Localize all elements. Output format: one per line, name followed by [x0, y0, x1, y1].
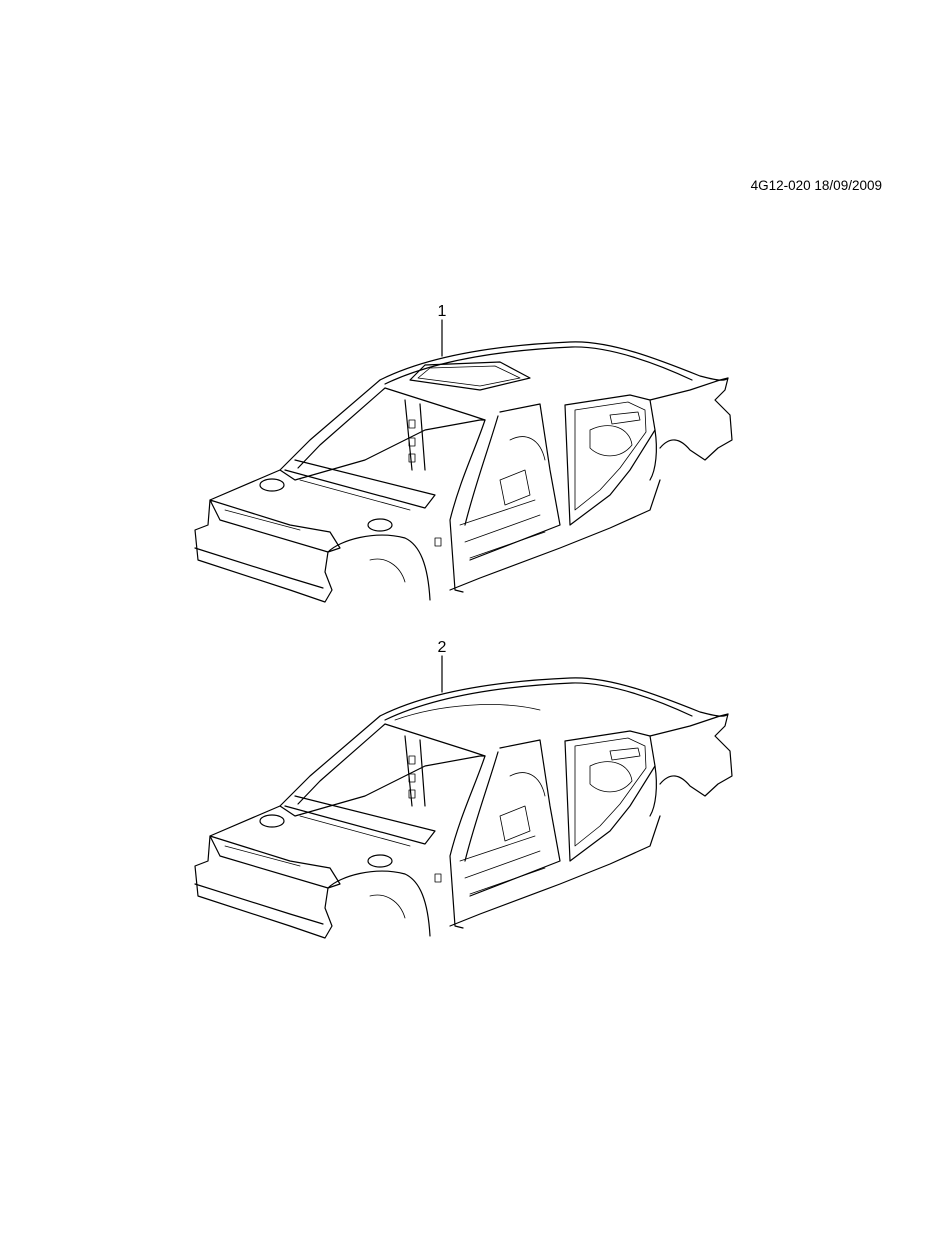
drawing-reference-code: 4G12-020 18/09/2009 — [750, 178, 882, 193]
strut-tower — [367, 854, 393, 868]
strut-tower — [259, 814, 285, 828]
strut-tower — [259, 478, 285, 492]
body-shell-without-sunroof-illustration — [194, 655, 733, 939]
callout-number-1: 1 — [437, 303, 447, 320]
strut-tower — [367, 518, 393, 532]
body-shell-with-sunroof-illustration — [194, 319, 733, 603]
callout-number-2: 2 — [437, 639, 447, 656]
sunroof-opening — [409, 361, 531, 391]
